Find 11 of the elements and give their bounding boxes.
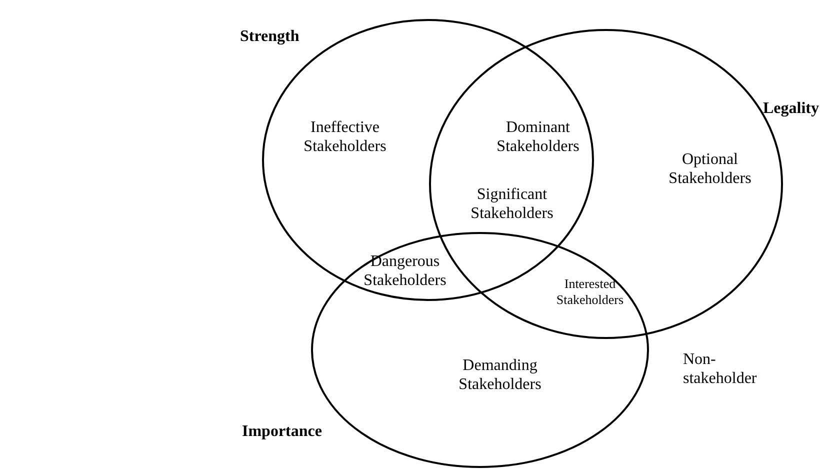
region-label: Interested Stakeholders [555, 276, 625, 308]
region-label: Dominant Stakeholders [496, 118, 580, 156]
region-label: Dangerous Stakeholders [362, 252, 448, 290]
region-label: Optional Stakeholders [668, 150, 752, 188]
region-label: Demanding Stakeholders [458, 356, 542, 394]
region-label: Non-stakeholder [683, 350, 758, 388]
region-label: Ineffective Stakeholders [302, 118, 388, 156]
circle-heading: Legality [763, 100, 819, 118]
circle-heading: Importance [242, 423, 322, 441]
circle-heading: Strength [240, 28, 300, 46]
region-label: Significant Stakeholders [470, 185, 554, 223]
